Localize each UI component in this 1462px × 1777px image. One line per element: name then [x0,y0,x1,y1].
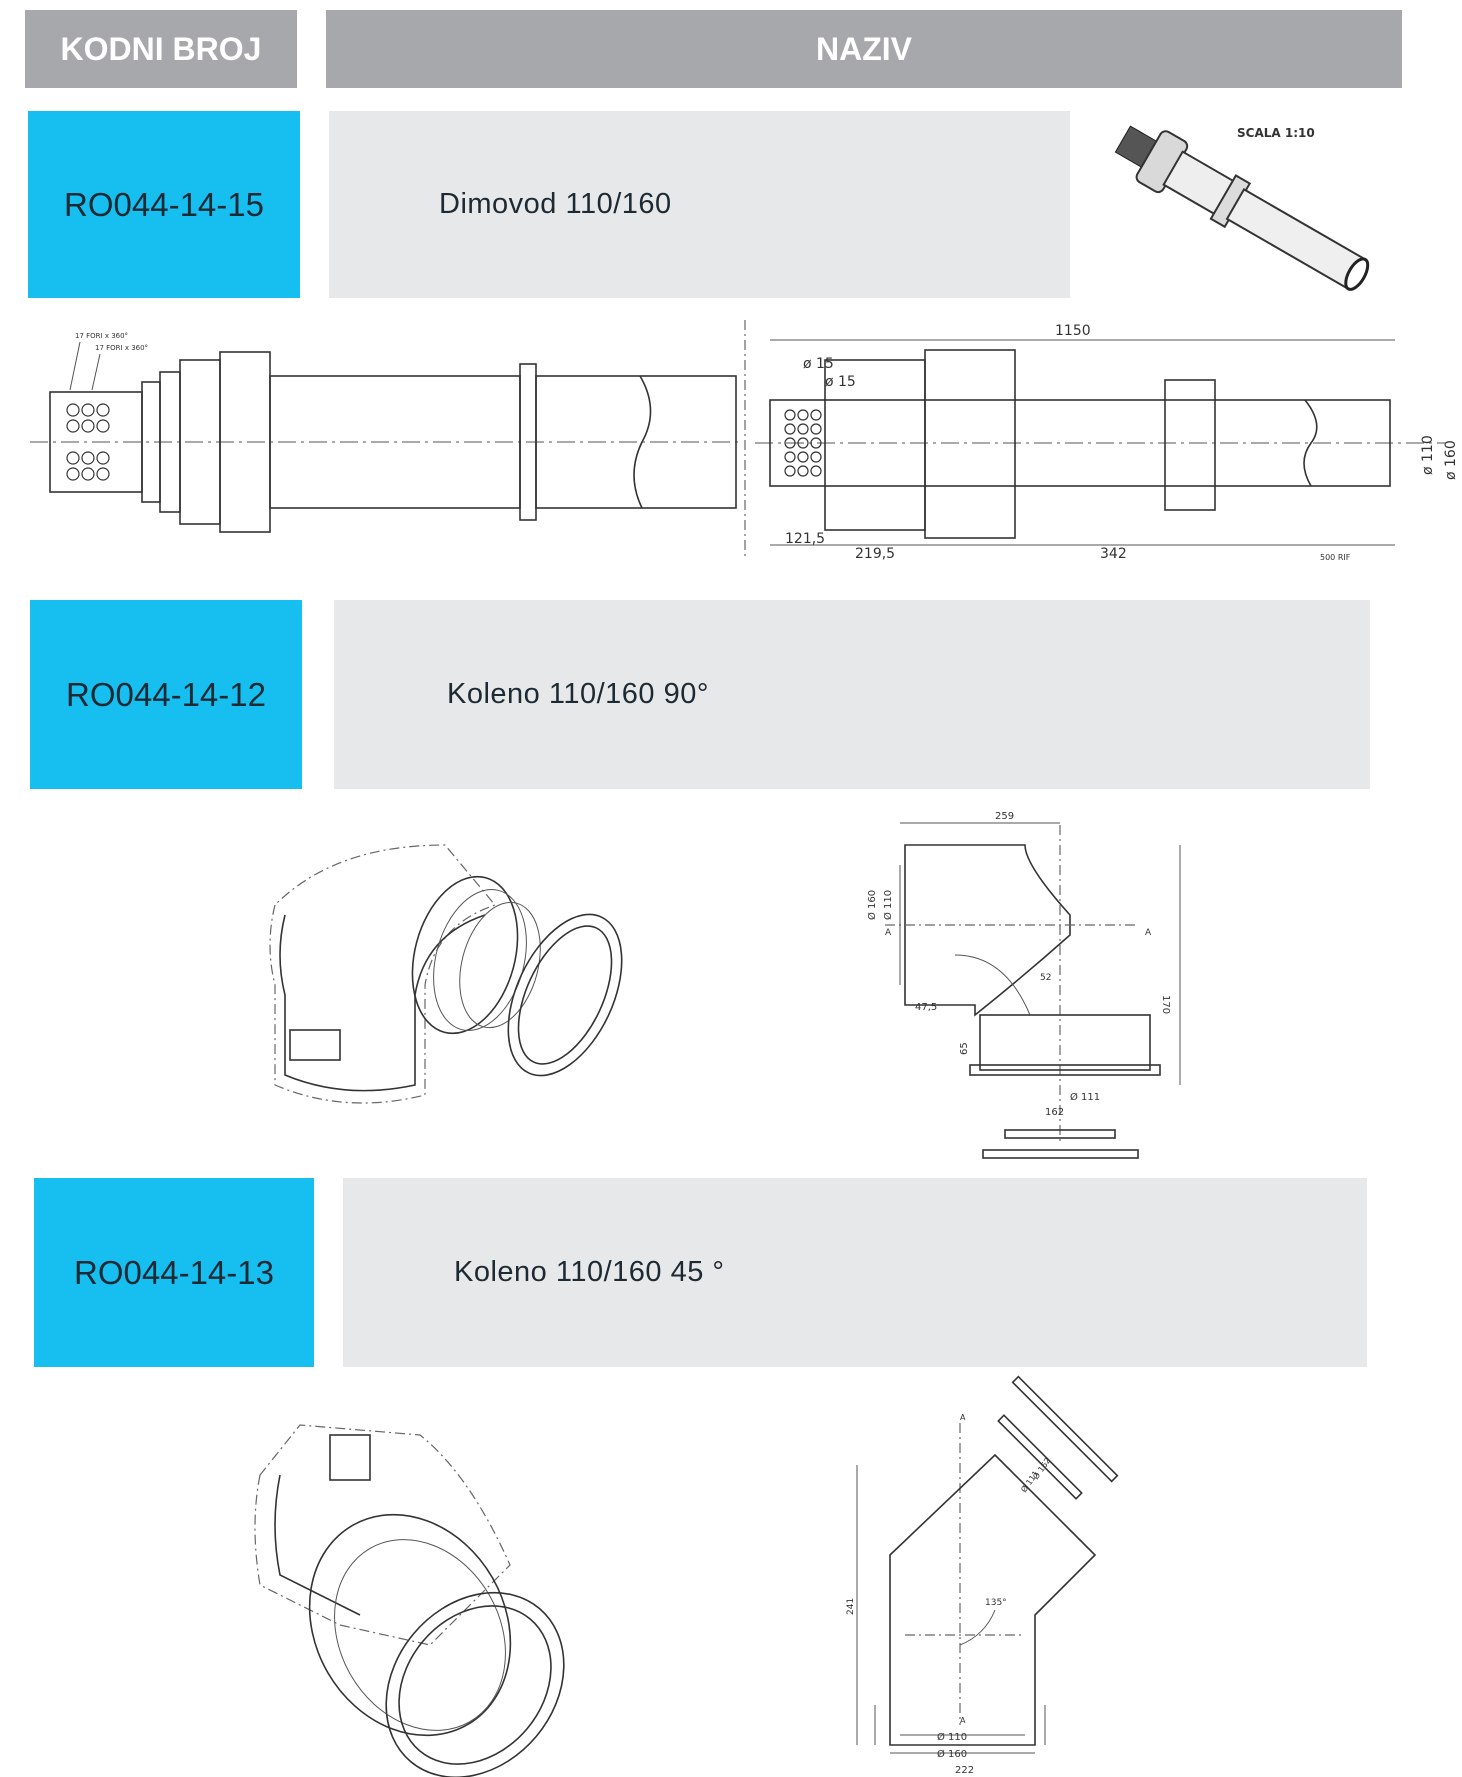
elbow90-dims-drawing: 259 Ø 160 Ø 110 52 A A 47,5 65 170 Ø 111… [866,811,1181,1159]
d110: ø 110 [1420,435,1436,475]
d15a: ø 15 [803,356,834,372]
elbow45-3d-drawing [254,1424,565,1777]
lrif: 500 RIF [1320,553,1351,562]
d160: ø 160 [1443,440,1459,480]
l3: 342 [1100,546,1127,562]
h241: 241 [846,1598,856,1615]
d110-90: Ø 110 [882,890,894,920]
elbow45-dims-drawing: A A 241 Ø 162 Ø 111 135° Ø 110 Ø 160 222 [846,1375,1119,1776]
l1: 121,5 [785,531,825,547]
d160-90: Ø 160 [866,890,878,920]
pipe-section-drawing: 1150 ø 15 ø 15 121,5 219,5 342 500 RIF ø… [744,320,1459,562]
pipe-side-drawing: 17 FORI x 360° 17 FORI x 360° [30,332,740,533]
l47: 47,5 [915,1002,937,1013]
a1-45: A [960,1413,966,1422]
len-total: 1150 [1055,323,1091,339]
product-name-2: Koleno 110/160 90° [334,600,1370,789]
l65: 65 [959,1042,970,1055]
w259: 259 [995,811,1014,822]
a1-90: A [885,928,892,938]
header-name: NAZIV [326,10,1402,88]
r52: 52 [1040,973,1051,983]
l2: 219,5 [855,546,895,562]
a2-90: A [1145,928,1152,938]
w162: 162 [1045,1107,1064,1118]
elbow90-3d-drawing [269,844,623,1104]
scale-label: SCALA 1:10 [1237,126,1315,140]
product-name-1: Dimovod 110/160 [329,111,1070,298]
product-code-3: RO044-14-13 [34,1178,314,1367]
d110-45: Ø 110 [937,1731,967,1743]
d111: Ø 111 [1070,1091,1100,1103]
h170: 170 [1160,995,1171,1014]
note-1: 17 FORI x 360° [75,332,128,340]
product-code-1: RO044-14-15 [28,111,300,298]
product-name-3: Koleno 110/160 45 ° [343,1178,1367,1367]
w222: 222 [955,1765,974,1776]
ang135: 135° [985,1598,1007,1608]
d160-45: Ø 160 [937,1748,967,1760]
d15b: ø 15 [825,374,856,390]
a2-45: A [960,1716,966,1725]
product-code-2: RO044-14-12 [30,600,302,789]
pipe-photo: SCALA 1:10 [1114,125,1370,291]
header-code: KODNI BROJ [25,10,297,88]
note-2: 17 FORI x 360° [95,344,148,352]
